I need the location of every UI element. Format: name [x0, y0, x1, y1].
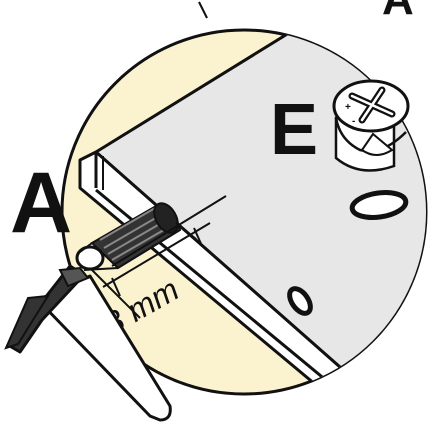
dowel-icon — [75, 202, 182, 271]
dowel-part-label: A — [10, 155, 72, 251]
dimension-lines — [91, 195, 227, 319]
cam-hole-icon — [349, 190, 409, 220]
svg-text:+: + — [345, 102, 351, 113]
svg-text:-: - — [352, 116, 355, 127]
hole-icon — [287, 286, 313, 316]
hammer-icon — [4, 264, 172, 422]
callout-line — [198, 1, 208, 19]
cam-part-label: E — [270, 90, 318, 170]
cam-lock-icon: + - — [332, 79, 410, 172]
top-right-label: A — [382, 0, 414, 24]
